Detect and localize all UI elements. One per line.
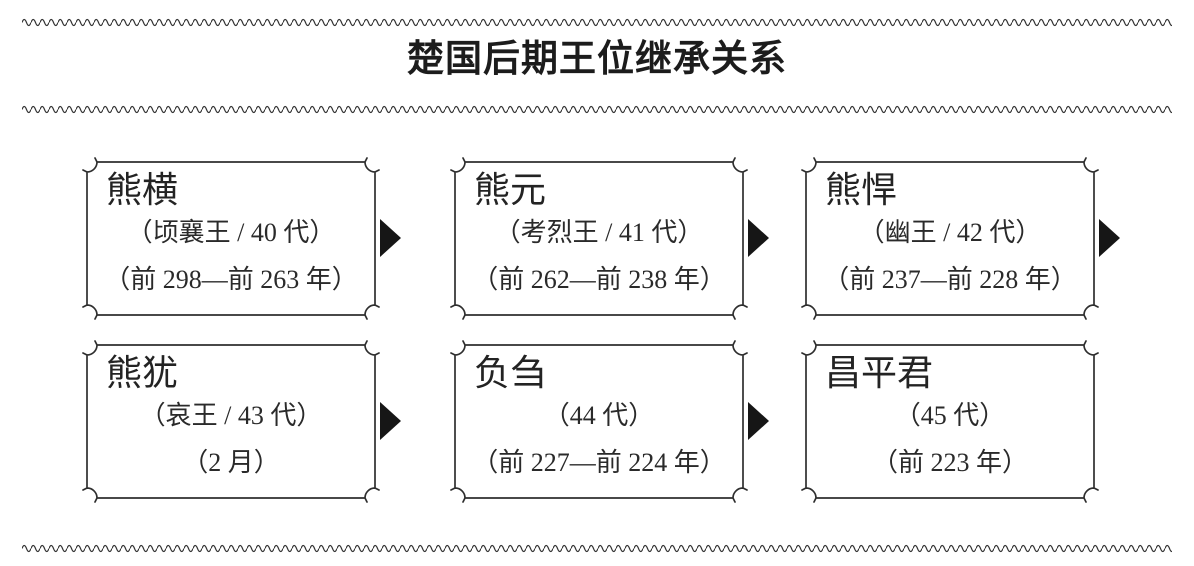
king-card-xiongyuan: 熊元 （考烈王 / 41 代） （前 262—前 238 年） — [450, 157, 748, 320]
king-title: （考烈王 / 41 代） — [494, 218, 704, 247]
king-reign: （2 月） — [182, 448, 280, 477]
succession-arrow-right-icon — [748, 402, 769, 440]
king-title: （幽王 / 42 代） — [858, 218, 1042, 247]
king-name: 熊横 — [106, 170, 179, 210]
succession-arrow-right-icon — [748, 219, 769, 257]
king-title: （哀王 / 43 代） — [139, 401, 323, 430]
king-reign: （前 227—前 224 年） — [472, 448, 726, 477]
king-card-fuchu: 负刍 （44 代） （前 227—前 224 年） — [450, 340, 748, 503]
king-card-changpingjun: 昌平君 （45 代） （前 223 年） — [801, 340, 1099, 503]
king-name: 负刍 — [474, 353, 547, 393]
diagram-title: 楚国后期王位继承关系 — [407, 39, 787, 80]
succession-arrow-right-icon — [380, 402, 401, 440]
succession-arrow-right-icon — [1099, 219, 1120, 257]
king-reign: （前 298—前 263 年） — [104, 265, 358, 294]
king-title: （顷襄王 / 40 代） — [126, 218, 336, 247]
king-reign: （前 237—前 228 年） — [823, 265, 1077, 294]
king-title: （44 代） — [543, 401, 655, 430]
wave-divider-under-title-icon — [22, 104, 1172, 115]
king-card-xiongyou: 熊犹 （哀王 / 43 代） （2 月） — [82, 340, 380, 503]
wave-divider-top-icon — [22, 17, 1172, 28]
king-name: 熊悍 — [825, 170, 898, 210]
king-reign: （前 223 年） — [871, 448, 1028, 477]
king-card-xionghéng: 熊横 （顷襄王 / 40 代） （前 298—前 263 年） — [82, 157, 380, 320]
succession-arrow-right-icon — [380, 219, 401, 257]
king-card-xionghan: 熊悍 （幽王 / 42 代） （前 237—前 228 年） — [801, 157, 1099, 320]
king-name: 昌平君 — [825, 353, 934, 393]
king-title: （45 代） — [894, 401, 1006, 430]
king-name: 熊犹 — [106, 353, 179, 393]
wave-divider-bottom-icon — [22, 543, 1172, 554]
king-name: 熊元 — [474, 170, 547, 210]
king-reign: （前 262—前 238 年） — [472, 265, 726, 294]
